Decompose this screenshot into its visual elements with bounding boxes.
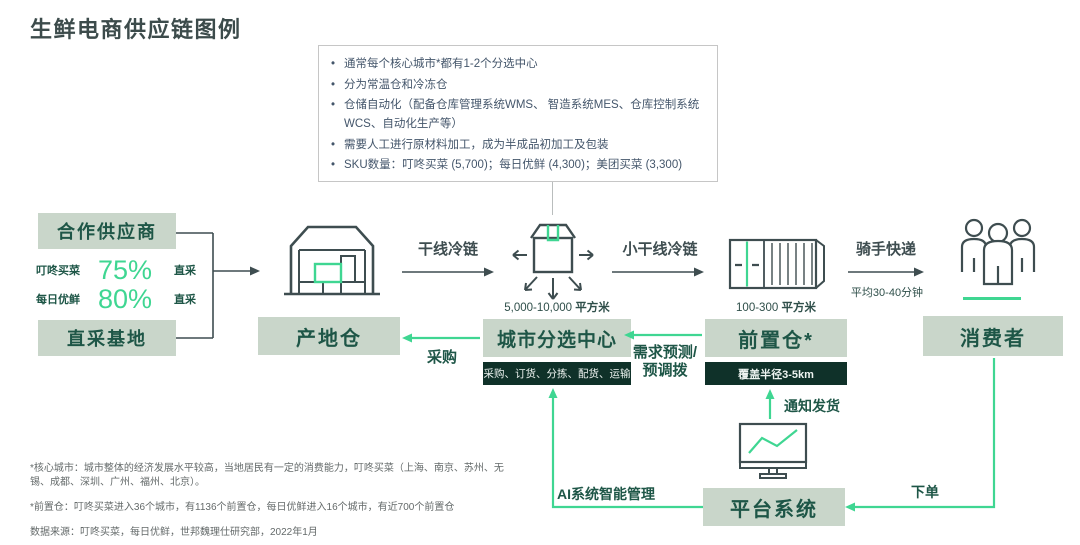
bullet-icon: • <box>331 159 336 172</box>
footnote-front-warehouse: *前置仓：叮咚买菜进入36个城市，有1136个前置仓，每日优鲜进入16个城市，有… <box>30 502 455 513</box>
bullet-icon: • <box>331 99 336 112</box>
callout-bullet: • 分为常温仓和冷冻仓 <box>329 76 705 95</box>
place-order-arrow <box>845 358 996 512</box>
footnotes: *核心城市：城市整体的经济发展水平较高，当地居民有一定的消费能力，叮咚买菜（上海… <box>30 462 508 545</box>
rider-delivery-arrow <box>848 267 924 277</box>
rider-time-label: 平均30-40分钟 <box>850 287 924 299</box>
callout-bullet-text: 仓储自动化（配备仓库管理系统WMS、 智造系统MES、仓库控制系统WCS、自动化… <box>344 99 700 130</box>
ai-management-arrow <box>548 388 703 509</box>
area-unit: 平方米 <box>781 302 816 314</box>
sorting-center-callout: • 通常每个核心城市*都有1-2个分选中心 • 分为常温仓和冷冻仓 • 仓储自动化（配… <box>318 45 718 182</box>
city-sorting-center-box: 城市分选中心 <box>483 319 631 357</box>
platform-system-label: 平台系统 <box>730 498 818 521</box>
coverage-radius-label: 覆盖半径3-5km <box>738 368 814 381</box>
consumers-icon <box>960 218 1036 286</box>
front-warehouse-label: 前置仓* <box>738 329 814 352</box>
suppliers-bracket-arrow <box>176 232 260 339</box>
demand-forecast-line1: 需求预测/ <box>632 344 698 361</box>
area-value: 5,000-10,000 <box>504 302 573 314</box>
stat-value: 80% <box>97 283 153 314</box>
callout-bullet: • SKU数量：叮咚买菜 (5,700)；每日优鲜 (4,300)；美团买菜 (3… <box>329 156 705 175</box>
callout-bullet-text: 通常每个核心城市*都有1-2个分选中心 <box>344 58 538 70</box>
callout-bullet-text: 需要人工进行原材料加工，成为半成品初加工及包装 <box>344 138 609 151</box>
purchase-label: 采购 <box>426 349 457 366</box>
monitor-icon <box>738 422 808 479</box>
place-order-label: 下单 <box>911 484 939 500</box>
sorting-center-area: 5,000-10,000 平方米 <box>478 299 636 315</box>
trunk-cold-chain-label: 干线冷链 <box>417 241 478 258</box>
sorting-functions-label: 采购、订货、分拣、配货、运输 <box>483 368 631 380</box>
demand-forecast-label: 需求预测/ 预调拨 <box>620 344 710 380</box>
stat-company: 每日优鲜 <box>36 294 80 306</box>
partner-suppliers-box: 合作供应商 <box>38 213 176 249</box>
coverage-radius-box: 覆盖半径3-5km <box>705 362 847 385</box>
callout-bullet-list: • 通常每个核心城市*都有1-2个分选中心 • 分为常温仓和冷冻仓 • 仓储自动化（配… <box>329 55 705 175</box>
demand-forecast-arrow <box>624 330 702 340</box>
demand-forecast-line2: 预调拨 <box>642 362 688 379</box>
package-box-icon <box>512 223 594 300</box>
callout-bullet: • 仓储自动化（配备仓库管理系统WMS、 智造系统MES、仓库控制系统WCS、自动… <box>329 96 705 133</box>
callout-bullet: • 通常每个核心城市*都有1-2个分选中心 <box>329 55 705 74</box>
small-trunk-cold-chain-label: 小干线冷链 <box>622 241 698 258</box>
bullet-icon: • <box>331 78 336 91</box>
footnote-core-city: *核心城市：城市整体的经济发展水平较高，当地居民有一定的消费能力，叮咚买菜（上海… <box>30 463 504 488</box>
purchase-arrow <box>402 333 480 343</box>
platform-system-box: 平台系统 <box>703 488 845 526</box>
city-sorting-center-label: 城市分选中心 <box>496 329 617 351</box>
container-icon <box>728 238 825 290</box>
stat-company: 叮咚买菜 <box>36 265 80 277</box>
stat-note: 直采 <box>174 294 196 306</box>
trunk-cold-chain-arrow <box>402 267 494 277</box>
direct-sourcing-base-box: 直采基地 <box>38 320 176 356</box>
page-title: 生鲜电商供应链图例 <box>30 17 242 42</box>
rider-delivery-label: 骑手快递 <box>855 241 916 258</box>
sorting-functions-box: 采购、订货、分拣、配货、运输 <box>483 362 631 385</box>
area-unit: 平方米 <box>575 302 610 314</box>
front-warehouse-box: 前置仓* <box>705 319 847 357</box>
partner-suppliers-label: 合作供应商 <box>57 222 157 242</box>
supplier-stat-row: 叮咚买菜 75% 直采 <box>36 254 211 285</box>
warehouse-icon <box>284 225 380 296</box>
consumer-box: 消费者 <box>923 316 1063 356</box>
small-trunk-cold-chain-arrow <box>612 267 704 277</box>
direct-sourcing-base-label: 直采基地 <box>67 329 147 349</box>
supplier-stat-row: 每日优鲜 80% 直采 <box>36 283 211 314</box>
callout-bullet: • 需要人工进行原材料加工，成为半成品初加工及包装 <box>329 136 705 155</box>
consumer-label: 消费者 <box>960 327 1026 350</box>
ai-management-label: AI系统智能管理 <box>557 486 655 502</box>
bullet-icon: • <box>331 58 336 70</box>
consumers-underline <box>963 297 1021 300</box>
callout-connector-line <box>552 182 553 215</box>
notify-shipment-arrow <box>765 389 775 419</box>
stat-note: 直采 <box>174 265 196 277</box>
stat-value: 75% <box>97 254 153 285</box>
bullet-icon: • <box>331 138 336 151</box>
callout-bullet-text: 分为常温仓和冷冻仓 <box>344 78 448 91</box>
origin-warehouse-box: 产地仓 <box>258 317 400 355</box>
notify-shipment-label: 通知发货 <box>784 398 840 414</box>
area-value: 100-300 <box>736 302 779 314</box>
origin-warehouse-label: 产地仓 <box>296 327 362 350</box>
footnote-data-source: 数据来源：叮咚买菜，每日优鲜，世邦魏理仕研究部，2022年1月 <box>30 527 318 538</box>
front-warehouse-area: 100-300 平方米 <box>700 299 852 315</box>
callout-bullet-text: SKU数量：叮咚买菜 (5,700)；每日优鲜 (4,300)；美团买菜 (3,… <box>344 159 683 172</box>
